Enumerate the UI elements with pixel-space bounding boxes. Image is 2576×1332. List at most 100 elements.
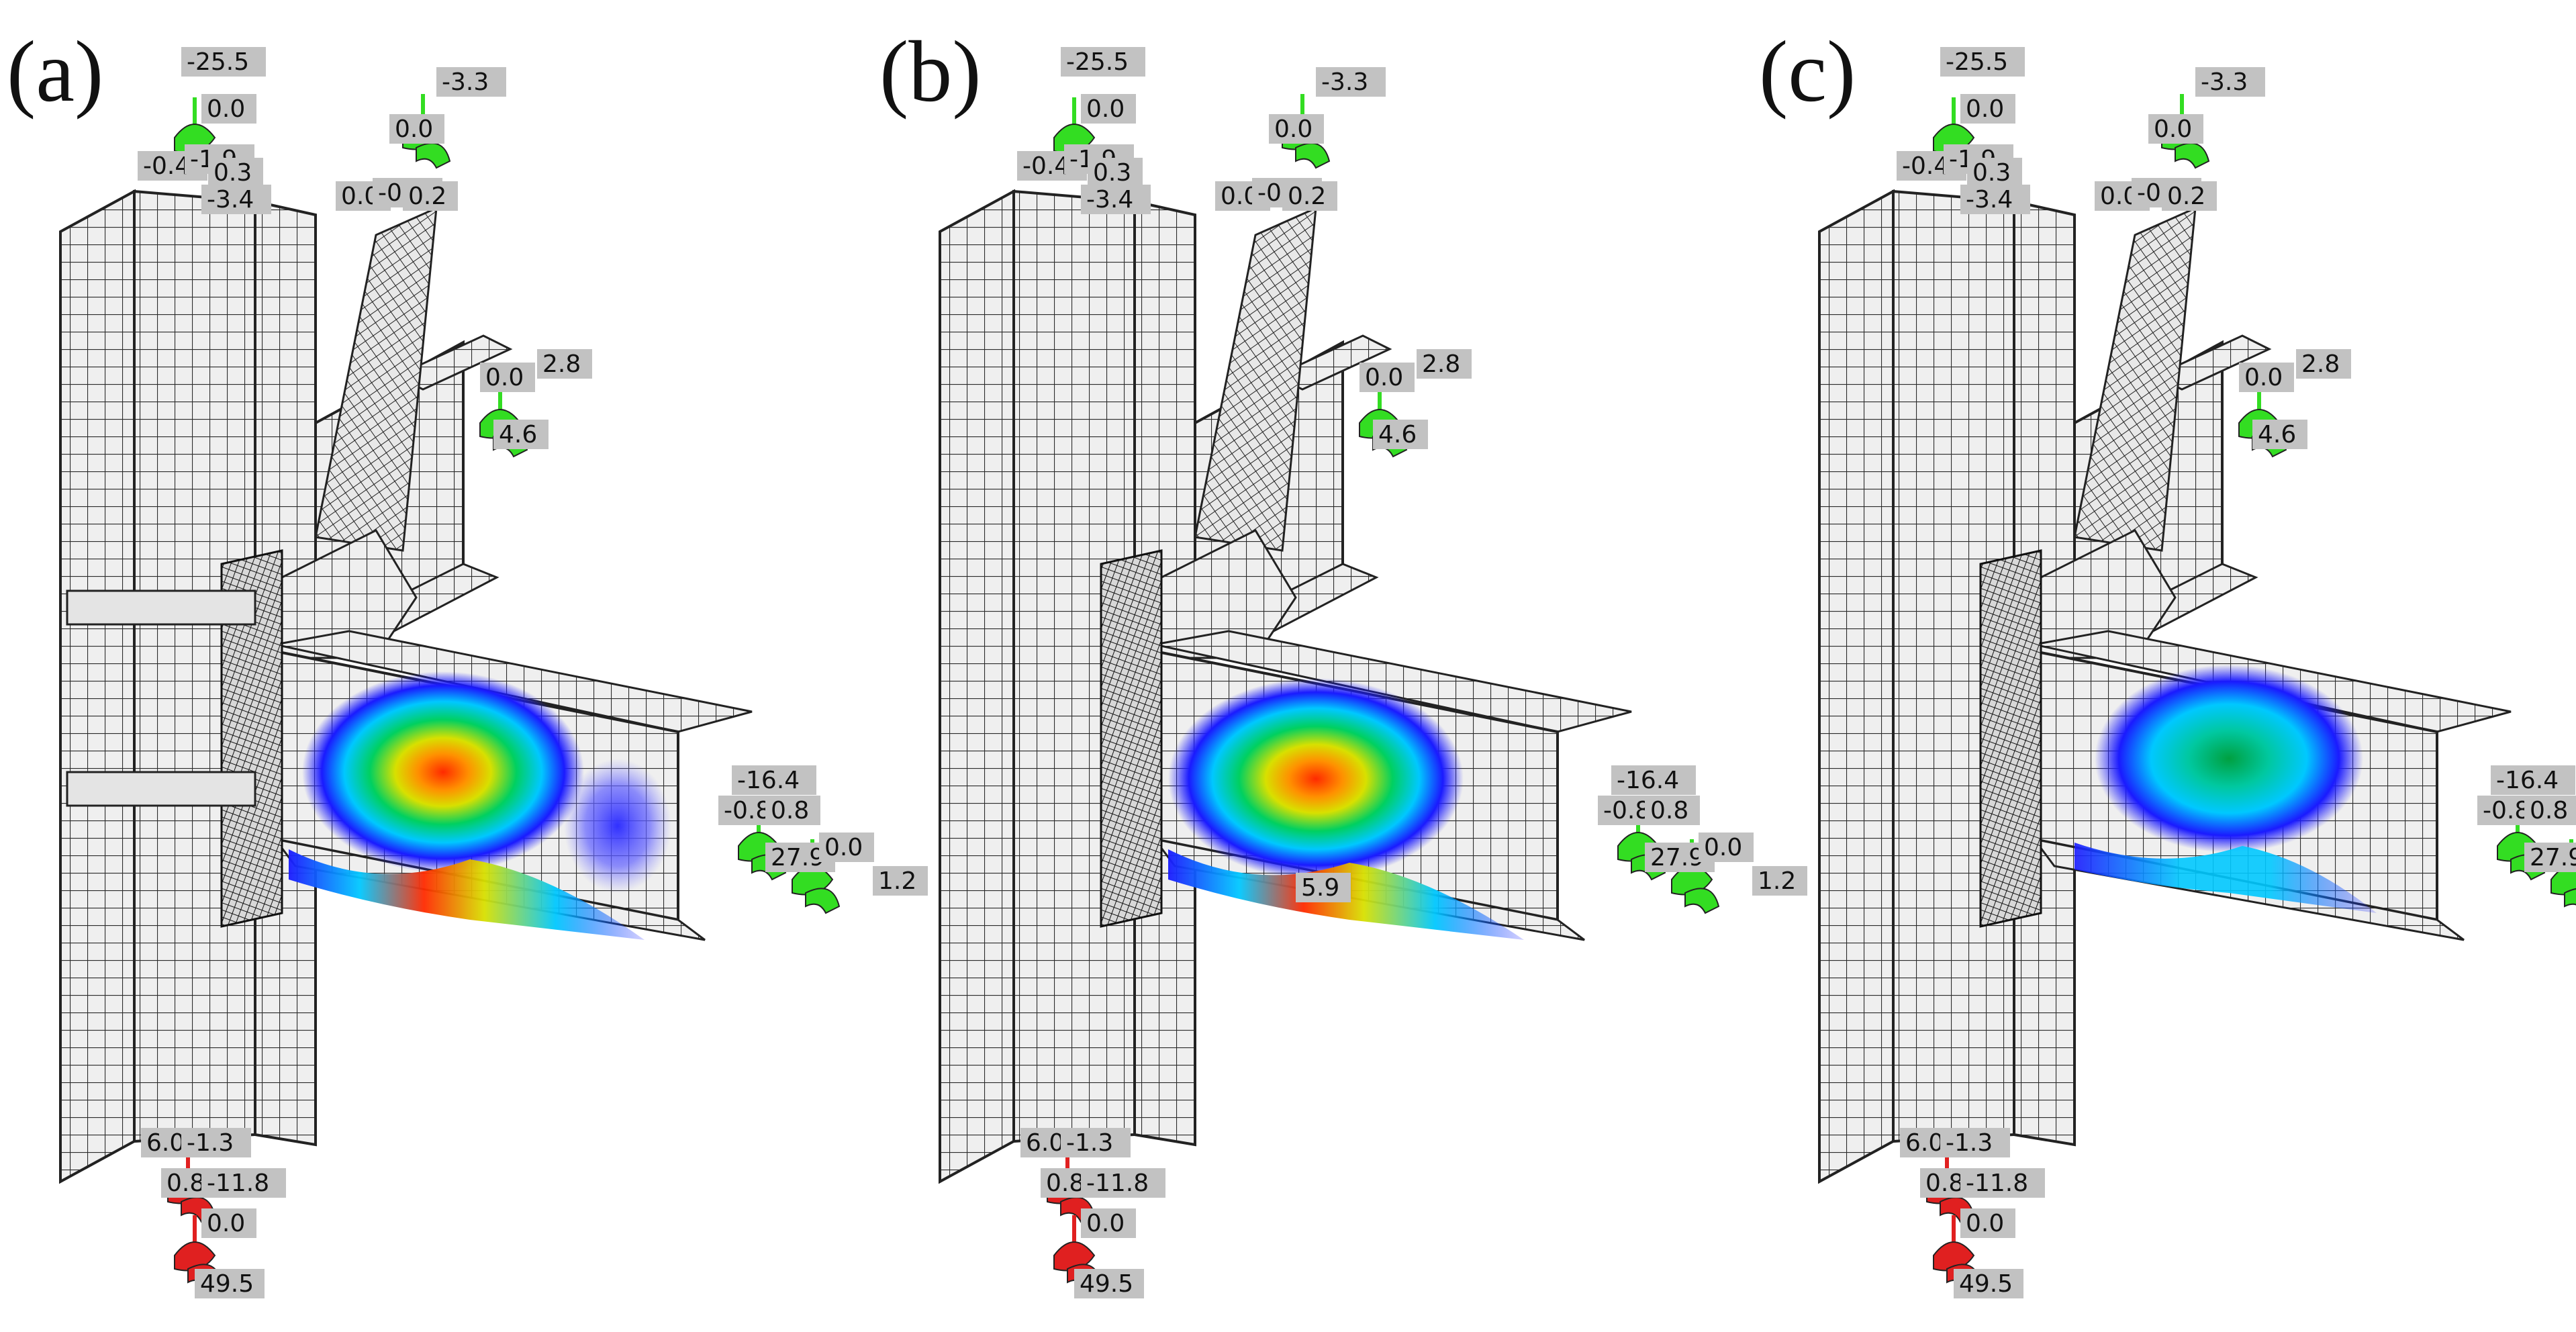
force-value: 4.6 [1378, 421, 1417, 448]
force-value: -25.5 [1066, 48, 1129, 76]
stress-contour-flange [289, 849, 645, 940]
force-label: -3.4 [201, 185, 271, 214]
force-label: 0.0 [201, 94, 256, 124]
force-value: 0.3 [1093, 159, 1131, 187]
force-label: -16.4 [2491, 765, 2575, 795]
force-value: 49.5 [1959, 1270, 2013, 1298]
force-value: 0.8 [1925, 1170, 1964, 1197]
force-label: 0.3 [1967, 158, 2022, 187]
force-value: 1.2 [878, 867, 916, 895]
force-value: 0.0 [1966, 1210, 2004, 1237]
force-label: 0.2 [1282, 181, 1337, 211]
force-label: -3.3 [436, 67, 506, 97]
force-value: 4.6 [499, 421, 537, 448]
force-value: 0.3 [1972, 159, 2011, 187]
force-label: -1.3 [1061, 1128, 1131, 1157]
force-value: 49.5 [1080, 1270, 1133, 1298]
force-label: 27.9 [765, 843, 835, 872]
force-label: 0.0 [1960, 94, 2015, 124]
force-label: 5.9 [1296, 873, 1351, 902]
force-value: -3.4 [1086, 186, 1133, 213]
force-value: -16.4 [737, 767, 800, 794]
force-value: 27.9 [2530, 844, 2576, 871]
force-label: 1.2 [1752, 866, 1807, 896]
panel-letter: (c) [1759, 23, 1856, 120]
force-label: 0.0 [1960, 1208, 2015, 1238]
force-value: 0.0 [485, 364, 524, 391]
force-label: -11.8 [1081, 1168, 1165, 1198]
force-value: 6.0 [146, 1129, 185, 1157]
force-label: 0.0 [201, 1208, 256, 1238]
force-label: -1.3 [181, 1128, 251, 1157]
force-value: 0.8 [166, 1170, 205, 1197]
force-value: 2.8 [1422, 350, 1460, 378]
force-label: 0.2 [2162, 181, 2217, 211]
force-label: 0.8 [2524, 796, 2576, 825]
force-label: -11.8 [1960, 1168, 2045, 1198]
force-value: 0.2 [408, 183, 446, 210]
force-label: -1.3 [1940, 1128, 2010, 1157]
force-label: 0.8 [1041, 1168, 1096, 1198]
force-label: -25.5 [1061, 47, 1145, 77]
stress-contour-web [1168, 678, 1464, 879]
force-value: 0.0 [1365, 364, 1403, 391]
force-value: 0.0 [1966, 95, 2004, 123]
stress-contour-secondary [564, 759, 671, 893]
force-value: -3.3 [1321, 68, 1368, 96]
force-value: 6.0 [1026, 1129, 1064, 1157]
panel-letter: (b) [879, 23, 982, 120]
force-value: -16.4 [2496, 767, 2559, 794]
force-label: 0.3 [208, 158, 263, 187]
force-value: -0.4 [1022, 152, 1069, 180]
force-value: -0.8 [724, 797, 771, 824]
stress-contour-web [2095, 665, 2363, 853]
force-label: 0.2 [403, 181, 458, 211]
force-label: 0.0 [2239, 363, 2294, 392]
force-value: 0.0 [1086, 1210, 1125, 1237]
force-value: -3.4 [1966, 186, 2013, 213]
force-value: 0.8 [1650, 797, 1688, 824]
force-label: -11.8 [201, 1168, 286, 1198]
force-label: 0.8 [765, 796, 820, 825]
force-value: -1.3 [1946, 1129, 1993, 1157]
force-label: -16.4 [732, 765, 816, 795]
force-label: 0.0 [819, 832, 874, 862]
panel-letter: (a) [7, 23, 103, 120]
force-value: 2.8 [2301, 350, 2340, 378]
force-value: 2.8 [542, 350, 581, 378]
force-value: -25.5 [1946, 48, 2008, 76]
force-value: 4.6 [2258, 421, 2296, 448]
force-value: 0.0 [2244, 364, 2283, 391]
stress-contour-flange [2074, 843, 2377, 913]
force-value: -3.4 [207, 186, 254, 213]
force-value: -0.4 [143, 152, 190, 180]
panel-c: (c) [1759, 23, 2512, 1183]
force-value: -0.4 [1902, 152, 1949, 180]
force-value: -3.3 [2201, 68, 2248, 96]
force-label: 0.0 [480, 363, 535, 392]
force-label: -25.5 [1940, 47, 2025, 77]
force-value: 27.9 [1650, 844, 1704, 871]
force-label: 49.5 [1954, 1269, 2023, 1298]
force-label: 0.0 [1081, 94, 1136, 124]
force-label: -3.4 [1960, 185, 2030, 214]
force-label: 4.6 [1373, 420, 1428, 449]
force-label: -3.4 [1081, 185, 1151, 214]
force-value: -11.8 [1086, 1170, 1149, 1197]
force-value: -25.5 [187, 48, 249, 76]
force-label: 2.8 [2296, 349, 2351, 379]
force-label: 0.0 [2148, 114, 2203, 144]
force-label: -16.4 [1611, 765, 1696, 795]
force-value: 0.8 [771, 797, 809, 824]
force-value: 0.8 [1046, 1170, 1084, 1197]
panel-b: (b) [879, 23, 1633, 1183]
force-label: 0.0 [1699, 832, 1754, 862]
force-value: 0.0 [2154, 115, 2192, 143]
force-label: -25.5 [181, 47, 266, 77]
force-value: -0.8 [2483, 797, 2530, 824]
force-value: -1.3 [187, 1129, 234, 1157]
force-value: 0.0 [207, 1210, 245, 1237]
force-label: 0.0 [389, 114, 444, 144]
force-value: 0.0 [395, 115, 433, 143]
force-value: -1.3 [1066, 1129, 1113, 1157]
